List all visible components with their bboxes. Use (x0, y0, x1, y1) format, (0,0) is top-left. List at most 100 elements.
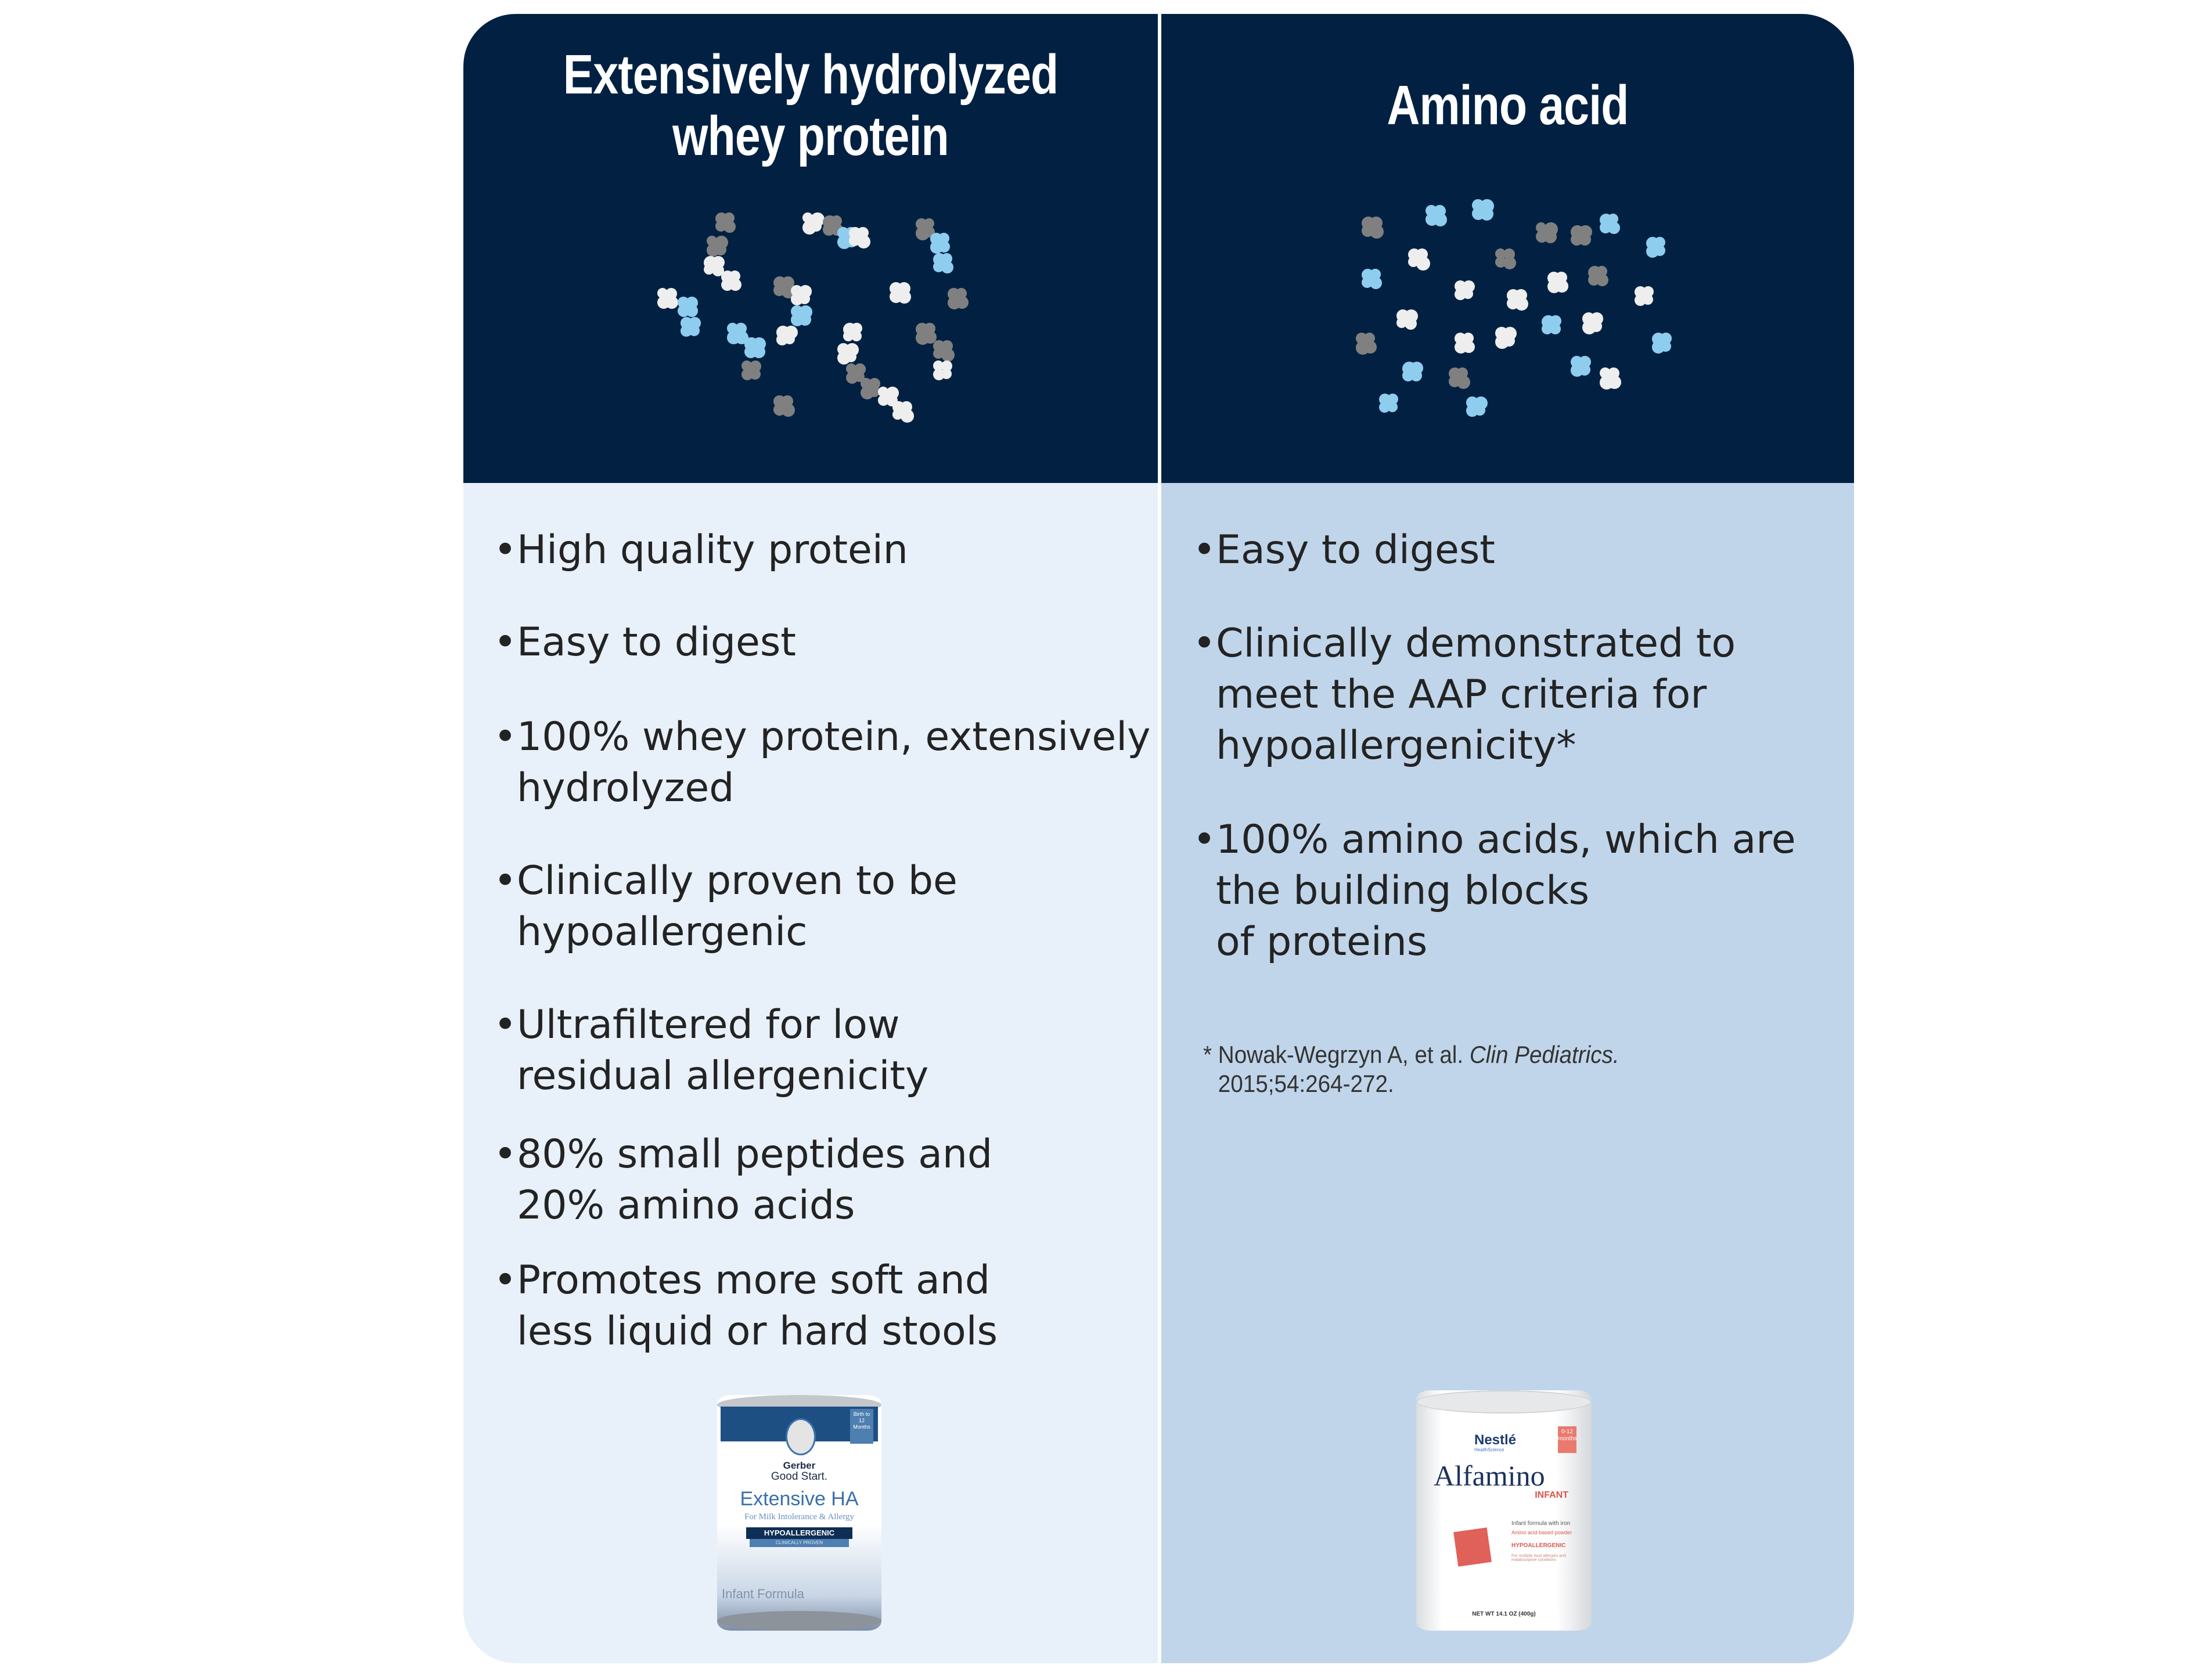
molecule-bead (1408, 257, 1419, 268)
whey-title-line1: Extensively hydrolyzed (563, 44, 1059, 106)
molecule-bead (689, 325, 700, 337)
molecule-bead (1396, 318, 1408, 329)
amino-title: Amino acid (1387, 74, 1629, 136)
molecule-bead (924, 218, 935, 229)
whey-bullet-3: •100% whey protein, extensively hydrolyz… (494, 714, 1151, 811)
product-desc-3: For multiple food allergies and malabsor… (1511, 1554, 1566, 1562)
amino-acid-column: Amino acid •Easy to digest •Clinically d… (1161, 14, 1854, 1663)
whey-protein-header: Extensively hydrolyzed whey protein (463, 14, 1158, 483)
bullet-text: Clinically proven to be hypoallergenic (517, 858, 957, 955)
molecule-bead (1405, 318, 1417, 330)
molecule-bead (799, 313, 811, 326)
molecule-bead (707, 236, 718, 247)
amino-bullet-1: •Easy to digest (1193, 527, 1495, 573)
age-badge: 0-12 months (1558, 1426, 1577, 1453)
molecule-bead (938, 241, 951, 253)
net-weight: NET WT 14.1 OZ (400g) (1472, 1611, 1536, 1617)
whey-bullet-2: •Easy to digest (494, 619, 796, 665)
brand-gerber: Gerber (783, 1460, 816, 1471)
molecule-bead (1370, 269, 1381, 280)
bullet-text: High quality protein (517, 527, 908, 573)
bullet-text: 100% whey protein, extensively hydrolyze… (517, 714, 1151, 811)
nestle-logo: Nestlé (1474, 1432, 1517, 1448)
molecule-bead (1387, 402, 1398, 413)
molecule-bead (851, 331, 862, 342)
product-name: Extensive HA (740, 1488, 859, 1510)
molecule-bead (1654, 245, 1665, 256)
hypoallergenic-band: HYPOALLERGENIC (746, 1527, 852, 1539)
molecule-bead (1434, 213, 1447, 226)
molecule-bead (741, 360, 753, 372)
extensive-ha-product-can: Birth to 12 Months Gerber Good Start. Ex… (717, 1395, 881, 1631)
bullet-text: Promotes more soft and less liquid or ha… (517, 1257, 998, 1354)
peptide-molecules-illustration (650, 205, 975, 437)
whey-bullet-5: •Ultrafiltered for low residual allergen… (494, 1002, 929, 1099)
molecule-bead (1503, 257, 1516, 269)
molecule-bead (715, 244, 727, 256)
molecule-bead (1556, 280, 1568, 293)
column-divider (1158, 14, 1161, 1663)
product-type: Infant Formula (722, 1587, 804, 1601)
molecule-bead (1608, 222, 1620, 234)
footnote-reference: * Nowak-Wegrzyn A, et al. Clin Pediatric… (1203, 1040, 1619, 1098)
amino-acid-molecules-illustration (1348, 197, 1685, 447)
molecule-bead (712, 264, 724, 276)
molecule-bead (686, 305, 698, 317)
brand-good-start: Good Start. (771, 1470, 828, 1483)
molecule-bead (811, 221, 822, 232)
molecule-bead (1536, 222, 1547, 233)
molecule-bead (1370, 277, 1382, 289)
clinically-proven-band: CLINICALLY PROVEN (750, 1539, 849, 1547)
molecule-bead (878, 387, 888, 397)
hypoallergenic-label: HYPOALLERGENIC (1511, 1542, 1566, 1549)
red-squares-graphic (1453, 1527, 1492, 1567)
amino-acid-header: Amino acid (1161, 14, 1854, 483)
molecule-bead (901, 409, 914, 423)
molecule-bead (1579, 233, 1591, 246)
baby-face-logo (786, 1418, 816, 1455)
molecule-bead (933, 360, 944, 372)
molecule-bead (729, 279, 741, 291)
molecule-bead (956, 296, 969, 309)
molecule-bead (857, 235, 870, 248)
molecule-bead (784, 334, 795, 345)
bullet-text: 100% amino acids, which are the building… (1216, 817, 1796, 965)
alfamino-product-can: Nestlé HealthScience 0-12 months Alfamin… (1416, 1390, 1592, 1631)
molecule-bead (1480, 207, 1493, 221)
product-name: Alfamino (1434, 1459, 1545, 1492)
molecule-bead (1590, 320, 1602, 332)
amino-bullet-3: •100% amino acids, which are the buildin… (1193, 817, 1796, 965)
molecule-bead (782, 403, 795, 417)
molecule-bead (1410, 370, 1422, 381)
molecule-bead (846, 363, 857, 374)
molecule-bead (1544, 230, 1557, 243)
product-subtitle: INFANT (1535, 1490, 1568, 1500)
footnote-citation: 2015;54:264-272. (1218, 1070, 1394, 1097)
molecule-bead (1550, 323, 1561, 335)
nestle-subbrand: HealthScience (1474, 1447, 1504, 1452)
molecule-bead (941, 261, 953, 273)
molecule-bead (1608, 214, 1619, 225)
molecule-bead (843, 331, 854, 342)
molecule-bead (933, 348, 944, 359)
molecule-bead (892, 409, 903, 420)
molecule-bead (1596, 274, 1608, 286)
molecule-bead (799, 293, 810, 304)
molecule-bead (657, 288, 668, 299)
molecule-bead (1608, 376, 1621, 389)
molecule-bead (1542, 323, 1553, 334)
molecule-bead (924, 331, 937, 344)
molecule-bead (1503, 335, 1516, 347)
bullet-text: Easy to digest (517, 619, 796, 665)
whey-title-line2: whey protein (672, 105, 949, 167)
product-desc-2: Amino acid-based powder (1511, 1530, 1572, 1535)
molecule-bead (1457, 376, 1470, 389)
molecule-bead (845, 351, 856, 362)
footnote-mark: * (1203, 1041, 1212, 1068)
whey-bullet-1: •High quality protein (494, 527, 908, 573)
whey-protein-column: Extensively hydrolyzed whey protein •Hig… (463, 14, 1158, 1663)
bullet-text: 80% small peptides and 20% amino acids (517, 1131, 993, 1228)
molecule-bead (898, 290, 912, 304)
molecule-bead (1364, 341, 1377, 354)
molecule-bead (750, 369, 761, 380)
